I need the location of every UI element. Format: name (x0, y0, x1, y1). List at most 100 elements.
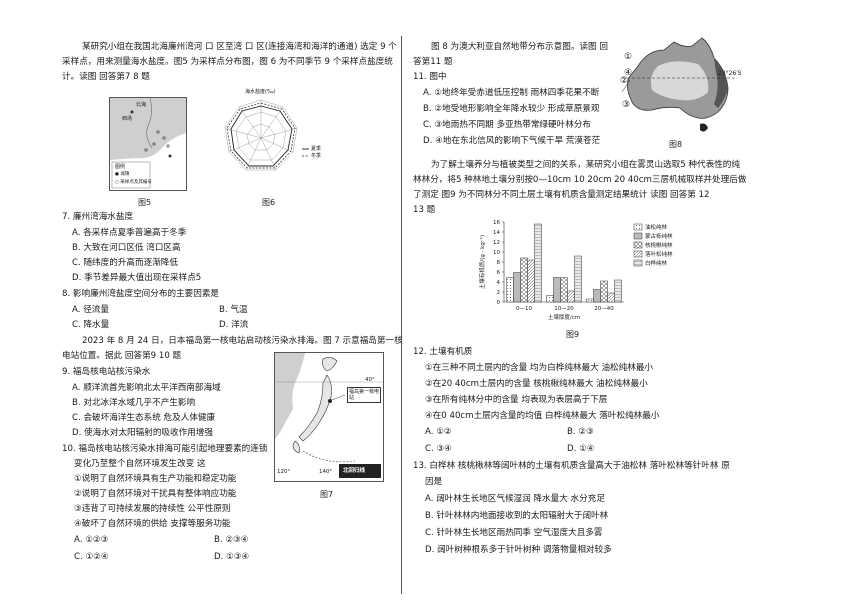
y-tick-label: 2 (497, 290, 501, 296)
callout-line (331, 394, 346, 401)
map-label-xichang: 西场 (122, 116, 133, 122)
sample-point (156, 130, 160, 134)
current-arrow (302, 450, 356, 463)
tasmania (700, 123, 708, 132)
q12-option-c[interactable]: C. ③④ (425, 444, 452, 454)
north-label-box (339, 464, 381, 478)
legend-winter: 冬季 (311, 153, 322, 159)
q7-option-c[interactable]: C. 随纬度的升高而逐渐降低 (72, 258, 178, 268)
q11-option-b[interactable]: B. ②地受地形影响全年降水较少 形成草原景观 (423, 104, 600, 114)
y-tick-label: 8 (497, 260, 501, 266)
q10-option-b[interactable]: B. ②③④ (214, 535, 249, 545)
q9-option-b[interactable]: B. 对北冰洋水域几乎不产生影响 (72, 398, 196, 408)
radar-svg (224, 99, 309, 171)
lon-140-label: 140° (319, 469, 333, 475)
marker-1: ① (624, 52, 633, 62)
q11-option-a[interactable]: A. ①地终年受赤道低压控制 雨林四季花果不断 (423, 88, 600, 98)
q10-option-a[interactable]: A. ①②③ (74, 535, 109, 545)
q7-option-d[interactable]: D. 季节差异最大值出现在采样点5 (72, 273, 202, 283)
sample-point (144, 148, 148, 152)
bar-2-2 (600, 280, 608, 303)
marker-4: ④ (624, 68, 633, 78)
bar-1-1 (553, 277, 561, 303)
q11-option-c[interactable]: C. ③地雨热不同期 多亚热带常绿硬叶林分布 (423, 120, 591, 130)
q8-option-c[interactable]: C. 降水量 (72, 320, 110, 330)
figure-8-caption: 图8 (669, 140, 683, 149)
q7-option-a[interactable]: A. 各采样点夏季普遍高于冬季 (72, 228, 187, 238)
legend-swatch-0 (633, 223, 643, 231)
legend-swatch-2 (633, 241, 643, 249)
q9-option-a[interactable]: A. 顺洋流首先影响北太平洋西南部海域 (72, 383, 221, 393)
legend-swatch-1 (633, 232, 643, 240)
bar-0-0 (506, 277, 514, 303)
legend-swatch-3 (633, 250, 643, 258)
intro-line-2: 采样点，用来测量海水盐度。图5 为采样点分布图，图 6 为不同季节 9 个采样点… (62, 57, 393, 67)
q8-option-d[interactable]: D. 洋流 (219, 320, 249, 330)
q7-option-b[interactable]: B. 大致在河口区低 湾口区高 (72, 243, 181, 253)
series-winter (226, 102, 296, 169)
q10-statement-3: ③违背了可持续发展的持续性 公平性原则 (74, 504, 231, 514)
figure-9-caption: 图9 (566, 330, 580, 339)
legend-sample: ○ 采样点及其编号 (115, 180, 152, 185)
q12-option-d[interactable]: D. ①④ (567, 444, 595, 454)
q8-option-a[interactable]: A. 径流量 (72, 305, 109, 315)
land-area (110, 98, 186, 160)
kyushu (292, 440, 300, 454)
q10-option-d[interactable]: D. ①③④ (214, 552, 250, 562)
q8-stem: 8. 影响廉州湾盐度空间分布的主要因素是 (62, 289, 220, 299)
figure-5-sample-map: 北海 西场 图例 ● 城镇 ○ 采样点及其编号 (109, 97, 187, 191)
y-tick-label: 16 (493, 220, 500, 226)
bar-0-2 (586, 298, 594, 303)
fukushima-marker (328, 399, 332, 403)
q10-statement-4: ④破坏了自然环境的供给 支撑等服务功能 (74, 519, 231, 529)
lon-120-label: 120° (277, 469, 291, 475)
q12-stem: 12. 土壤有机质 (413, 347, 473, 357)
sample-map-svg (110, 97, 186, 189)
figure-7-fukushima-map: 40° 福岛第一核电站 120° 140° 北回归线 (274, 352, 384, 482)
news-line-1: 2023 年 8 月 24 日，日本福岛第一核电站启动核污染水排海。图 7 示意… (82, 336, 403, 346)
q11-option-d[interactable]: D. ④地在东北信风的影响下气候干旱 荒漠苍茫 (423, 136, 601, 146)
marker-3: ③ (622, 100, 631, 110)
soil-intro-3: 了测定 图9 为不同林分不同土层土壤有机质含量测定结果统计 读图 回答第 12 (413, 190, 710, 200)
lat-40-label: 40° (365, 377, 375, 383)
q13-option-b[interactable]: B. 针叶林林内地面接收到的太阳辐射大于阔叶林 (425, 511, 609, 521)
series-summer (230, 105, 293, 167)
marker-2: ② (620, 76, 629, 86)
figure-6-radar-chart: 海水盐度(‰) 夏季 冬季 (216, 88, 326, 188)
q13-option-a[interactable]: A. 阔叶林生长地区气候湿润 降水量大 水分充足 (425, 494, 605, 504)
q10-stem-line-1: 10. 福岛核电站核污染水排海可能引起地理要素的连锁 (62, 444, 268, 454)
q13-stem-line-2: 因是 (425, 477, 443, 487)
bar-2-1 (560, 277, 568, 303)
q12-statement-4: ④在0 40cm土层内含量的均值 白桦纯林最大 落叶松纯林最小 (425, 411, 660, 421)
legend-swatch-4 (633, 259, 643, 267)
column-divider (401, 36, 402, 594)
q10-stem-line-2: 变化乃至整个自然环境发生改变 这 (74, 459, 206, 469)
figure-5-caption: 图5 (138, 198, 152, 207)
q9-option-c[interactable]: C. 会破坏海洋生态系统 危及人体健康 (72, 413, 216, 423)
q13-option-c[interactable]: C. 针叶林生长地区雨热同季 空气湿度大且多雾 (425, 528, 603, 538)
legend-title: 图例 (115, 164, 126, 170)
desert-zone (650, 61, 709, 101)
y-tick-label: 10 (493, 250, 500, 256)
q9-option-d[interactable]: D. 使海水对太阳辐射的吸收作用增强 (72, 428, 213, 438)
east-rainforest (714, 58, 728, 108)
river-line (146, 97, 153, 149)
bar-2-0 (520, 257, 528, 303)
q8-option-b[interactable]: B. 气温 (219, 305, 248, 315)
q10-statement-1: ①说明了自然环境具有生产功能和稳定功能 (74, 474, 237, 484)
q13-option-d[interactable]: D. 阔叶树种根系多于针叶树种 调落物量相对较多 (425, 545, 612, 555)
q12-option-b[interactable]: B. ②③ (567, 427, 594, 437)
q12-option-a[interactable]: A. ①② (425, 427, 452, 437)
q10-option-c[interactable]: C. ①②④ (74, 552, 109, 562)
mainland-asia (275, 353, 305, 439)
x-axis-label: 土壤厚度/cm (548, 313, 580, 321)
legend-summer: 夏季 (311, 146, 322, 152)
radar-grid (224, 99, 298, 171)
intro-line-1: 某研究小组在我国北海廉州湾河 口 区至湾 口 区(连接海湾和海洋的通道) 选定 … (82, 42, 397, 52)
legend-town: ● 城镇 (115, 172, 130, 177)
sample-point (166, 144, 170, 148)
legend-label-0: 油松纯林 (645, 223, 668, 231)
q12-statement-3: ③在所有纯林分中的含量 均表现为表层高于下层 (425, 395, 608, 405)
